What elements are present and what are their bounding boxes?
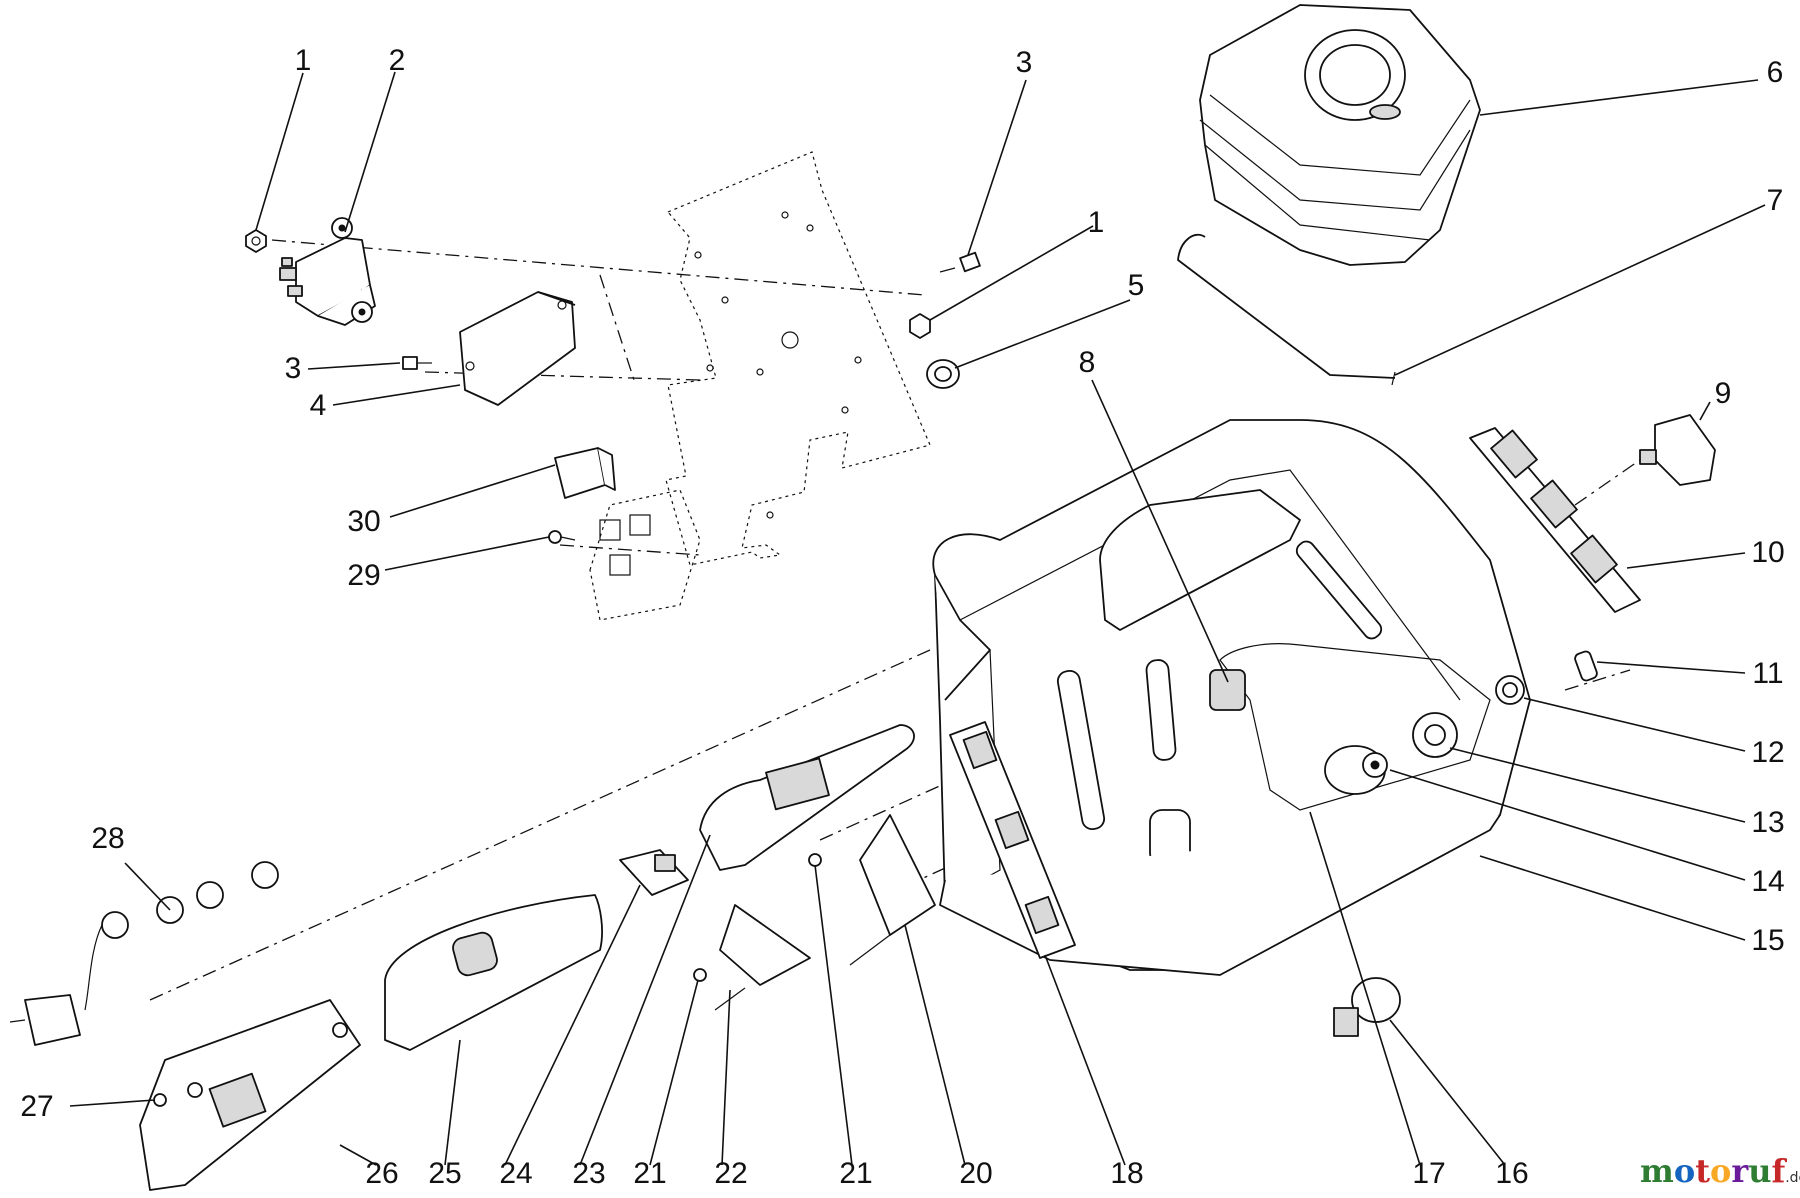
callout-14: 14 [1751, 865, 1784, 898]
part-screw [402, 356, 432, 370]
part-button [1333, 977, 1401, 1037]
part-knob [1639, 414, 1716, 486]
alignment-line [424, 371, 701, 381]
part-bracket [849, 814, 936, 966]
part-rod [1177, 233, 1396, 386]
watermark-letter: f [1771, 1152, 1787, 1190]
callout-27: 27 [20, 1090, 53, 1123]
callout-21: 21 [839, 1157, 872, 1190]
watermark-letter: o [1710, 1152, 1731, 1190]
part-cover [384, 894, 603, 1051]
callout-3: 3 [285, 352, 302, 385]
part-washer [1412, 712, 1458, 758]
callout-20: 20 [959, 1157, 992, 1190]
callout-29: 29 [347, 559, 380, 592]
callout-12: 12 [1751, 736, 1784, 769]
callout-5: 5 [1128, 269, 1145, 302]
callout-8: 8 [1079, 346, 1096, 379]
callout-30: 30 [347, 505, 380, 538]
part-switch [619, 849, 689, 896]
alignment-line [599, 274, 635, 381]
mounting-plate [665, 151, 931, 566]
part-boot [1199, 4, 1481, 266]
callout-1: 1 [1088, 206, 1105, 239]
part-key-switch [1324, 745, 1388, 795]
callout-9: 9 [1715, 377, 1732, 410]
part-fuse-block [589, 489, 701, 621]
part-screw [808, 853, 822, 867]
part-decal-strip [1469, 427, 1641, 613]
part-grommet [926, 359, 960, 389]
callout-16: 16 [1495, 1157, 1528, 1190]
callout-1: 1 [295, 44, 312, 77]
callout-15: 15 [1751, 924, 1784, 957]
callout-26: 26 [365, 1157, 398, 1190]
part-relay [554, 447, 616, 499]
svg-text:motoruf.de: motoruf.de [1640, 1152, 1800, 1190]
callout-25: 25 [428, 1157, 461, 1190]
callout-10: 10 [1751, 536, 1784, 569]
callout-labels: 1 2 3 1 5 6 7 3 4 30 29 8 9 10 11 12 13 … [20, 44, 1784, 1190]
leader-lines [69, 71, 1766, 1166]
watermark-letter: m [1640, 1152, 1674, 1190]
part-panel [699, 724, 915, 871]
alignment-line [1564, 669, 1631, 691]
watermark-letter: r [1731, 1152, 1749, 1190]
callout-11: 11 [1752, 657, 1783, 690]
callout-13: 13 [1751, 806, 1784, 839]
part-screw [693, 968, 707, 982]
callout-7: 7 [1767, 184, 1784, 217]
callout-2: 2 [389, 44, 406, 77]
part-screw [939, 251, 981, 273]
callout-24: 24 [499, 1157, 532, 1190]
callout-18: 18 [1110, 1157, 1143, 1190]
part-switch-panel [139, 999, 361, 1191]
watermark-logo: motoruf.de [1640, 1152, 1800, 1190]
part-module [459, 291, 576, 406]
callout-28: 28 [91, 822, 124, 855]
callout-22: 22 [714, 1157, 747, 1190]
alignment-line [149, 649, 931, 1001]
watermark-letter: o [1674, 1152, 1695, 1190]
part-nut [245, 229, 267, 253]
watermark-letter: t [1695, 1152, 1710, 1190]
alignment-line [271, 239, 926, 296]
watermark-suffix: .de [1785, 1170, 1800, 1186]
callout-6: 6 [1767, 56, 1784, 89]
callout-23: 23 [572, 1157, 605, 1190]
callout-17: 17 [1412, 1157, 1445, 1190]
part-clip [1574, 650, 1598, 682]
callout-21: 21 [633, 1157, 666, 1190]
part-solenoid [279, 217, 376, 326]
part-console-housing [932, 419, 1531, 976]
part-nut [909, 313, 931, 339]
callout-3: 3 [1016, 46, 1033, 79]
part-wiring-harness [9, 861, 279, 1046]
alignment-line [559, 544, 701, 556]
part-screw [153, 1093, 167, 1107]
watermark-letter: u [1748, 1152, 1771, 1190]
callout-4: 4 [310, 389, 327, 422]
part-decal-strip [949, 721, 1076, 959]
part-screw [548, 530, 576, 544]
alignment-line [1574, 459, 1641, 506]
part-washer [1495, 675, 1525, 705]
